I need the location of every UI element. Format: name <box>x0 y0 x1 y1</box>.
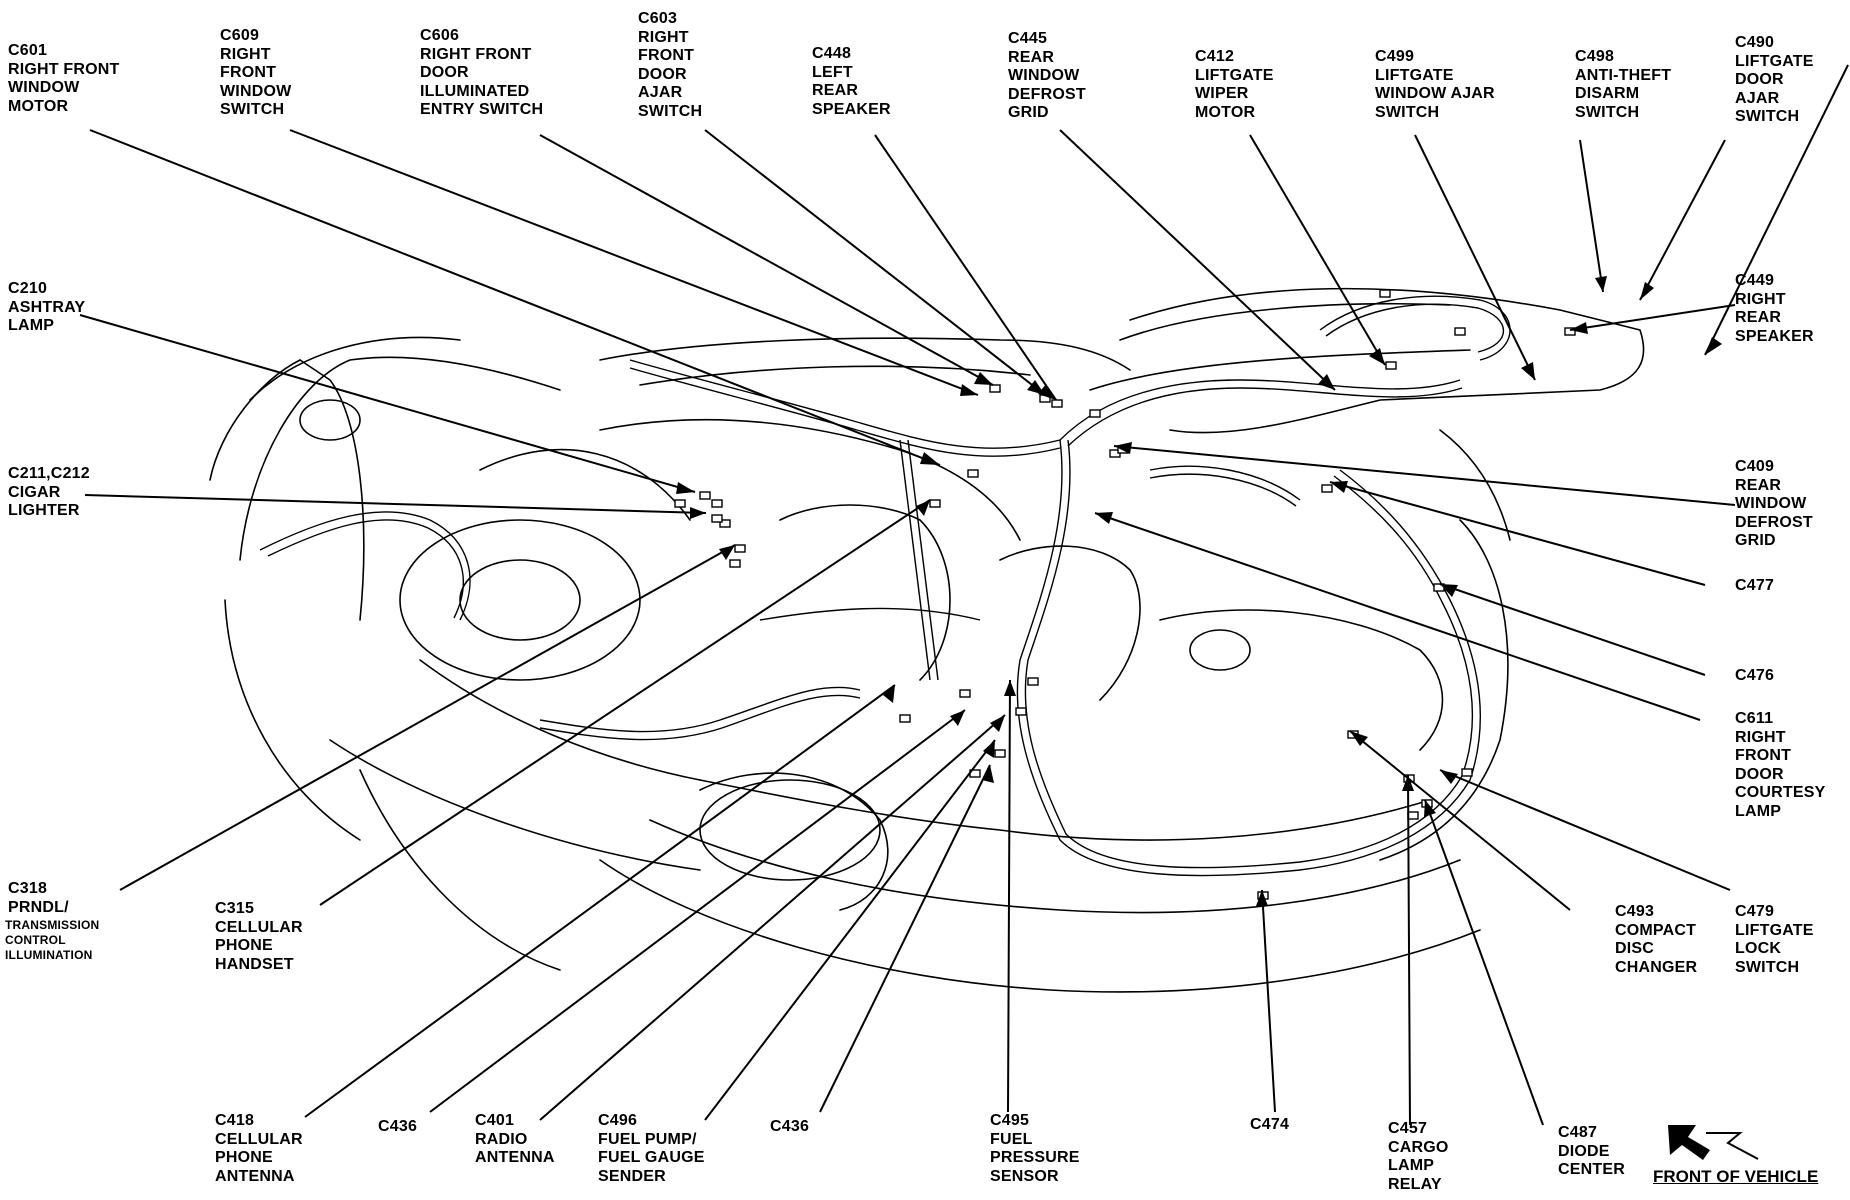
label-c493: C493 COMPACT DISC CHANGER <box>1615 903 1698 976</box>
vehicle-body-outline <box>209 287 1645 993</box>
label-c211: C211,C212 CIGAR LIGHTER <box>8 465 90 519</box>
label-c418: C418 CELLULAR PHONE ANTENNA <box>215 1112 303 1185</box>
label-c603: C603 RIGHT FRONT DOOR AJAR SWITCH <box>638 10 703 120</box>
label-c318-detail: TRANSMISSION CONTROL ILLUMINATION <box>5 918 100 962</box>
label-c449: C449 RIGHT REAR SPEAKER <box>1735 272 1814 345</box>
label-c477: C477 <box>1735 577 1775 594</box>
front-of-vehicle-arrow-icon <box>1668 1125 1759 1160</box>
label-c611: C611 RIGHT FRONT DOOR COURTESY LAMP <box>1735 710 1826 820</box>
label-c436-right: C436 <box>770 1118 810 1135</box>
label-c474: C474 <box>1250 1116 1290 1133</box>
label-c210: C210 ASHTRAY LAMP <box>8 280 86 334</box>
label-c606: C606 RIGHT FRONT DOOR ILLUMINATED ENTRY … <box>420 27 544 118</box>
label-c601: C601 RIGHT FRONT WINDOW MOTOR <box>8 42 120 115</box>
label-c476: C476 <box>1735 667 1775 684</box>
label-c315: C315 CELLULAR PHONE HANDSET <box>215 900 303 973</box>
label-c436-left: C436 <box>378 1118 418 1135</box>
front-of-vehicle-label: FRONT OF VEHICLE <box>1653 1167 1819 1186</box>
label-c448: C448 LEFT REAR SPEAKER <box>812 45 891 118</box>
label-c496: C496 FUEL PUMP/ FUEL GAUGE SENDER <box>598 1112 705 1185</box>
label-c609: C609 RIGHT FRONT WINDOW SWITCH <box>220 27 292 118</box>
wiring-harness <box>259 295 1511 877</box>
label-c495: C495 FUEL PRESSURE SENSOR <box>990 1112 1080 1185</box>
label-c412: C412 LIFTGATE WIPER MOTOR <box>1195 48 1274 121</box>
label-c490: C490 LIFTGATE DOOR AJAR SWITCH <box>1735 34 1814 125</box>
label-c318: C318 PRNDL/ <box>8 880 69 916</box>
label-c499: C499 LIFTGATE WINDOW AJAR SWITCH <box>1375 48 1495 121</box>
label-c487: C487 DIODE CENTER <box>1558 1124 1625 1178</box>
label-c457: C457 CARGO LAMP RELAY <box>1388 1120 1449 1193</box>
label-c479: C479 LIFTGATE LOCK SWITCH <box>1735 903 1814 976</box>
connector-blocks <box>674 289 1576 900</box>
label-c409: C409 REAR WINDOW DEFROST GRID <box>1735 458 1813 549</box>
label-c498: C498 ANTI-THEFT DISARM SWITCH <box>1575 48 1672 121</box>
label-c445: C445 REAR WINDOW DEFROST GRID <box>1008 30 1086 121</box>
leader-lines <box>79 64 1849 1126</box>
leader-arrowheads <box>676 276 1722 906</box>
label-c401: C401 RADIO ANTENNA <box>475 1112 555 1166</box>
